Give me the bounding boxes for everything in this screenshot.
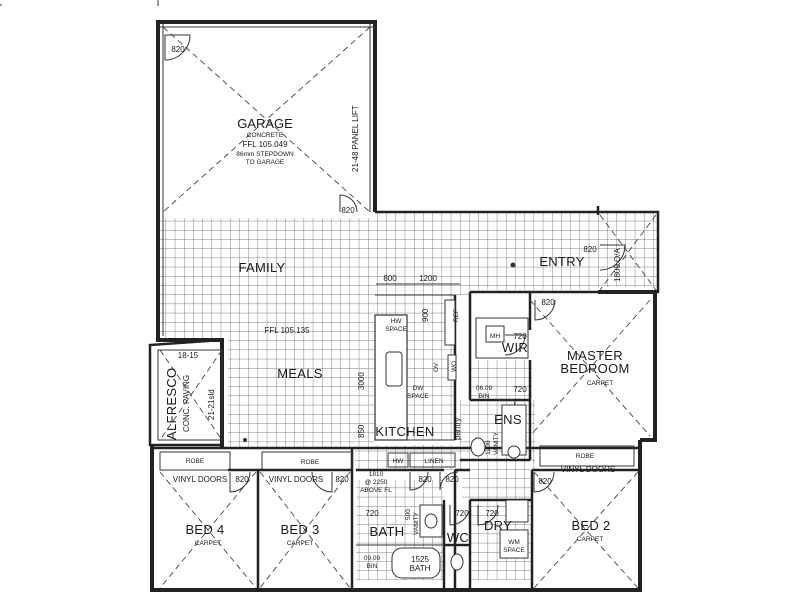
door-bed2-label: 820	[538, 477, 552, 486]
pantry-label: pantry	[453, 418, 462, 440]
family-label: FAMILY	[238, 260, 285, 275]
vinyl-doors-bed3-label: VINYL DOORS	[269, 475, 323, 484]
bed4-label: BED 4	[185, 522, 224, 537]
bed3-carpet-label: CARPET	[287, 540, 313, 547]
hw-label: HW	[391, 318, 403, 325]
master-carpet-label: CARPET	[587, 380, 613, 387]
vinyl-doors-bed2-label: VINYL DOORS	[561, 465, 615, 474]
dim-850-label: 850	[357, 424, 366, 438]
walls	[148, 20, 660, 592]
bath-size-label: 1525	[411, 555, 429, 564]
dw-label: DW	[413, 385, 425, 392]
bath-note3-label: ABOVE FL	[360, 487, 392, 494]
room-diagonals	[159, 26, 657, 589]
hw-space-label: SPACE	[385, 326, 407, 333]
bath-note-label: 1810	[369, 471, 384, 478]
wall-oven-label: WO	[451, 361, 458, 372]
wc-label: WC	[447, 530, 469, 545]
bath-note2-label: @ 2250	[365, 479, 388, 486]
dry-label: DRY	[484, 518, 512, 533]
dim-3000-label: 3000	[357, 372, 366, 390]
garage-ffl-label: FFL 105.049	[242, 140, 288, 149]
door-garage-label: 820	[171, 45, 185, 54]
bath-vanity-dim-label: 500	[405, 509, 412, 520]
robe-bed4-label: ROBE	[186, 458, 205, 465]
door-wir-label: 720	[513, 332, 527, 341]
door-garage2-label: 820	[341, 206, 355, 215]
master2-label: BEDROOM	[560, 361, 629, 376]
bed2-label: BED 2	[571, 518, 610, 533]
bath-vanity-label: VANITY	[413, 511, 420, 535]
door-ens-label: 720	[513, 385, 527, 394]
wm-label: WM	[508, 539, 520, 546]
garage-step-label: 86mm STEPDOWN	[236, 151, 294, 158]
ens-label: ENS	[494, 412, 522, 427]
door-hall-label: 820	[445, 475, 459, 484]
dim-800-label: 800	[383, 274, 397, 283]
robe-bed3-label: ROBE	[301, 459, 320, 466]
panel-lift-label: 21-48 PANEL LIFT	[351, 105, 360, 172]
door-dry-label: 720	[485, 509, 499, 518]
door-bath2-label: 720	[365, 509, 379, 518]
linen-label: LINEN	[424, 458, 443, 465]
wir-label: WIR	[502, 340, 528, 355]
robe-bed2-label: ROBE	[576, 453, 595, 460]
oven-label: OV	[433, 362, 440, 372]
bed2-carpet-label: CARPET	[577, 536, 603, 543]
ffl-main-label: FFL 105.135	[264, 326, 310, 335]
bath-size2-label: BATH	[410, 564, 431, 573]
master-label: MASTER	[567, 348, 623, 363]
dw-space-label: SPACE	[407, 393, 429, 400]
alfresco-dim2-label: 18-15	[178, 351, 199, 360]
bath-label: BATH	[370, 524, 405, 539]
bath-bin2-label: BIN	[367, 563, 378, 570]
kitchen-label: KITCHEN	[375, 424, 434, 439]
alfresco-label: ALFRESCO	[164, 368, 179, 440]
wm2-label: SPACE	[503, 547, 525, 554]
ens-dim-label: 1200	[485, 440, 492, 455]
door-master-label: 820	[541, 298, 555, 307]
hw-cupboard-label: HW	[393, 458, 405, 465]
bin-label: 06.09	[476, 385, 493, 392]
alfresco-dim-label: 21-21sld	[207, 389, 216, 420]
door-entry-label: 820	[583, 245, 597, 254]
bed3-label: BED 3	[280, 522, 319, 537]
room-labels: GARAGE CONCRETE FFL 105.049 86mm STEPDOW…	[164, 105, 629, 547]
garage-floor-label: CONCRETE	[247, 132, 284, 139]
alfresco-floor-label: CONC. PAVING	[182, 375, 191, 432]
mh-label: MH	[490, 333, 500, 340]
garage-step2-label: TO GARAGE	[246, 159, 285, 166]
bin2-label: BIN	[479, 393, 490, 400]
dim-1200-label: 1200	[419, 274, 437, 283]
entry-dim-label: 1800 O/A	[613, 248, 622, 282]
garage-label: GARAGE	[237, 116, 293, 131]
fixtures	[243, 262, 529, 579]
meals-label: MEALS	[277, 366, 323, 381]
annotation-labels: 820 820 820 1800 O/A 820 720 720 800 120…	[171, 45, 622, 573]
ref-label: REF	[453, 309, 460, 322]
door-bath-label: 820	[418, 475, 432, 484]
door-bed3-label: 820	[335, 475, 349, 484]
vinyl-doors-bed4-label: VINYL DOORS	[173, 475, 227, 484]
bed4-carpet-label: CARPET	[195, 540, 221, 547]
ens-vanity-label: VANITY	[493, 431, 500, 455]
door-wc-label: 720	[455, 509, 469, 518]
door-bed4-label: 820	[235, 475, 249, 484]
bath-bin-label: 09.09	[364, 555, 381, 562]
dim-900-label: 900	[421, 308, 430, 322]
entry-label: ENTRY	[539, 254, 584, 269]
